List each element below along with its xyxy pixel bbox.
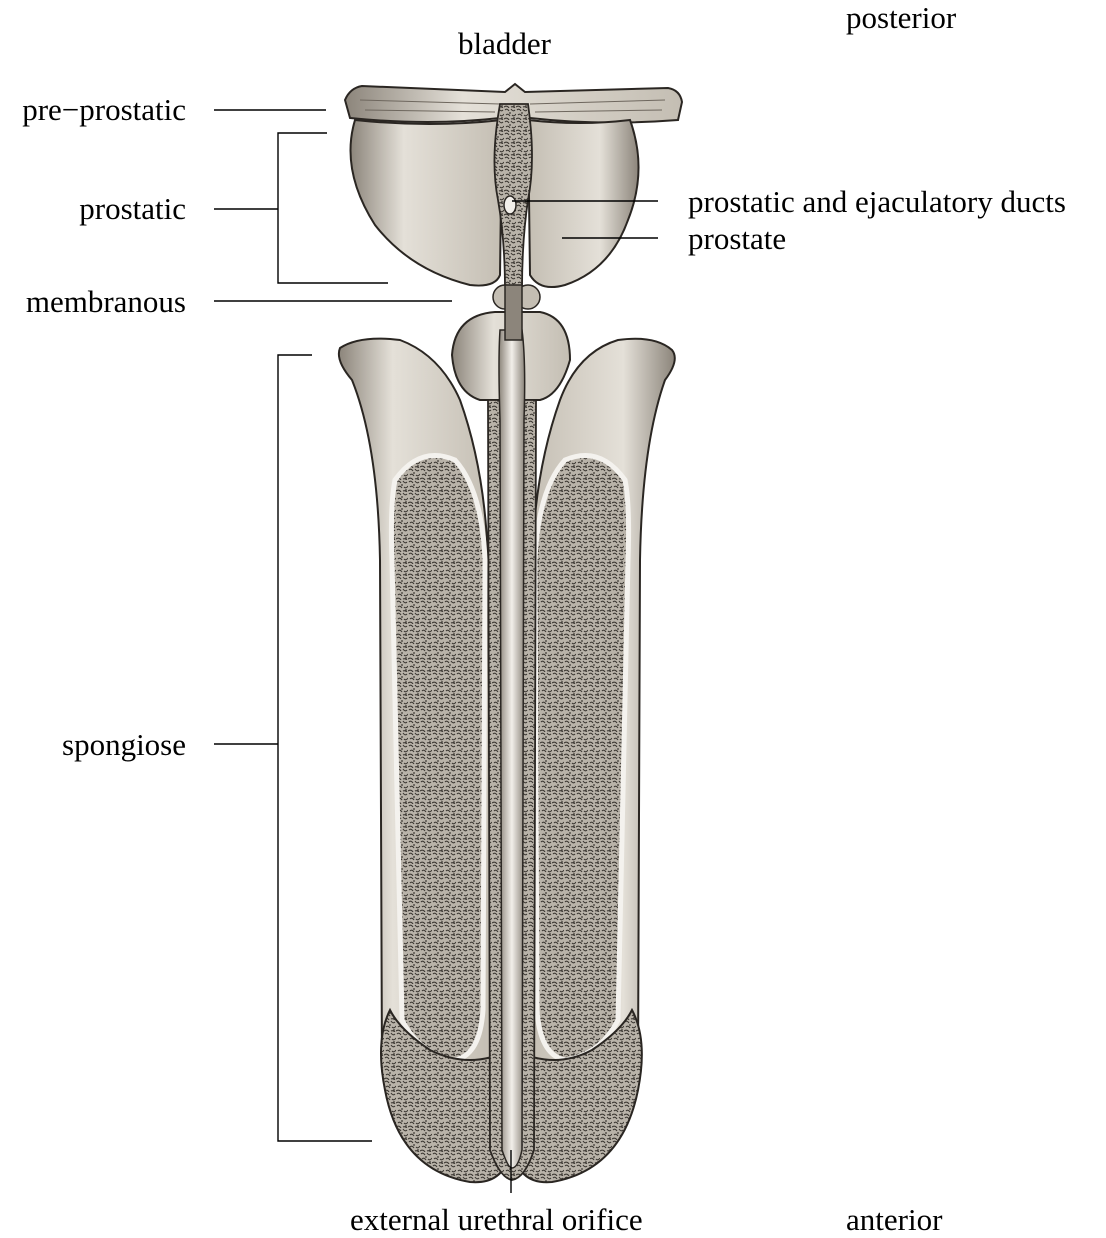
bracket-spongiose [278, 355, 372, 1141]
prostate-left-lobe [351, 120, 503, 286]
label-pre-prostatic: pre−prostatic [22, 92, 186, 127]
spongy-urethra-canal [499, 330, 525, 1168]
label-external-orifice: external urethral orifice [350, 1202, 643, 1237]
label-bladder: bladder [458, 26, 552, 61]
label-prostatic: prostatic [79, 191, 186, 226]
label-spongiose: spongiose [62, 727, 186, 762]
urethra-illustration [339, 84, 682, 1182]
label-prostatic-ducts: prostatic and ejaculatory ducts [688, 184, 1066, 219]
prostatic-duct-opening [504, 196, 516, 214]
label-posterior: posterior [846, 0, 957, 35]
label-anterior: anterior [846, 1202, 943, 1237]
right-corpus-cavernosum [535, 456, 629, 1061]
membranous-urethra-segment [505, 285, 522, 340]
label-membranous: membranous [26, 284, 186, 319]
prostate-right-lobe [528, 120, 639, 287]
label-prostate: prostate [688, 221, 786, 256]
left-corpus-cavernosum [391, 456, 485, 1061]
